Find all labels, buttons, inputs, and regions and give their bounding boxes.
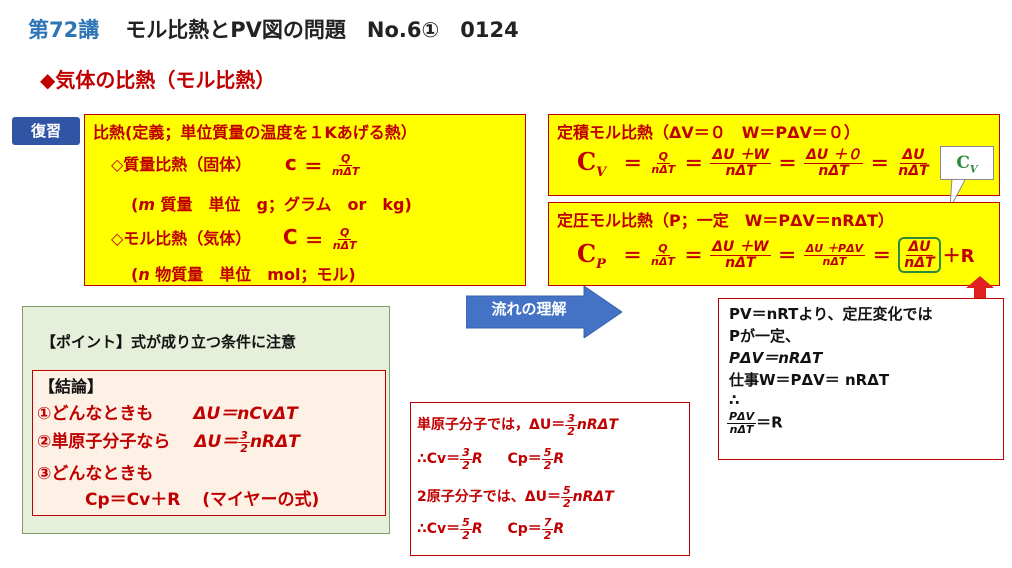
conclusion-line-4: Cp＝Cv＋R (マイヤーの式) [85, 490, 320, 510]
cp-symbol: CP [577, 238, 606, 272]
mass-unit-row: (m 質量 単位 g；グラム or kg) [131, 195, 412, 214]
rb-line-3: PΔV＝nRΔT [729, 349, 823, 367]
molar-label: ◇モル比熱（気体） [111, 229, 252, 248]
conclusion-title: 【結論】 [39, 377, 104, 396]
cv-symbol: CV [577, 147, 607, 180]
rb-line-4: 仕事W＝PΔV＝ nRΔT [729, 371, 890, 389]
red-up-arrow [966, 276, 994, 298]
mass-symbol: c [284, 151, 297, 175]
rb-line-1: PV＝nRTより、定圧変化では [729, 305, 933, 323]
section-subtitle: ◆気体の比熱（モル比熱） [40, 68, 276, 92]
rb-line-5: ∴ [729, 391, 740, 409]
cp-heading: 定圧モル比熱（P；一定 W＝PΔV＝nRΔT） [557, 211, 894, 230]
flow-arrow [466, 286, 622, 338]
review-heading: 比熱(定義；単位質量の温度を１Kあげる熱） [93, 123, 417, 142]
conclusion-line-3: ③どんなときも [37, 464, 154, 484]
cv-callout: CV [940, 146, 994, 180]
lecture-number: 第72講 [28, 18, 100, 42]
molar-unit-row: (n 物質量 単位 mol；モル) [131, 265, 356, 284]
mass-label: ◇質量比熱（固体） [111, 155, 252, 174]
page-title: 第72講 モル比熱とPV図の問題 No.6① 0124 [28, 14, 519, 44]
isobaric-explanation-box: PV＝nRTより、定圧変化では Pが一定、 PΔV＝nRΔT 仕事W＝PΔV＝ … [718, 298, 1004, 460]
rb-line-2: Pが一定、 [729, 327, 800, 345]
molar-symbol: C [282, 225, 298, 249]
flow-label: 流れの理解 [491, 300, 567, 318]
cv-heading: 定積モル比熱（ΔV＝０ W＝PΔV＝０） [557, 123, 860, 142]
title-text: モル比熱とPV図の問題 No.6① 0124 [125, 18, 519, 42]
point-text: 【ポイント】式が成り立つ条件に注意 [41, 333, 297, 351]
plus-r: ＋R [942, 246, 975, 268]
review-badge: 復習 [12, 117, 80, 145]
conclusion-line-1: ①どんなときも ΔU＝nCvΔT [37, 404, 298, 424]
